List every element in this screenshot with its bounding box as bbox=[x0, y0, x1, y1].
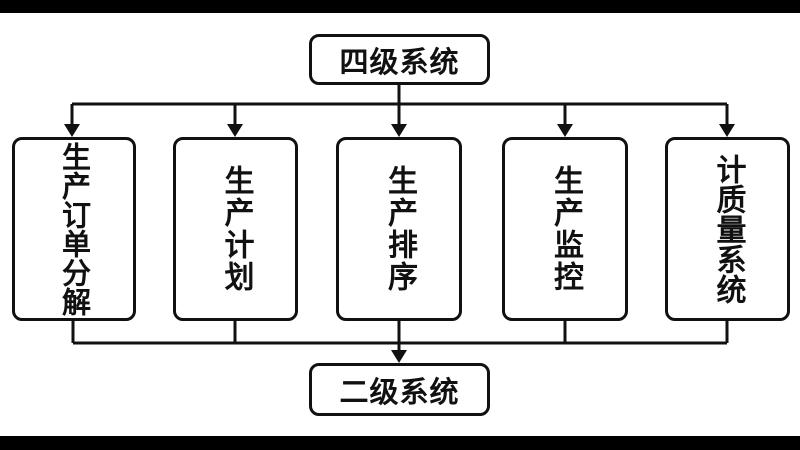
arrowhead-4 bbox=[557, 124, 573, 137]
arrowhead-2 bbox=[227, 124, 243, 137]
module-box-production-sequencing: 生产排序 bbox=[336, 137, 462, 321]
module-label: 生产排序 bbox=[382, 165, 417, 293]
module-box-production-monitoring: 生产监控 bbox=[502, 137, 628, 321]
bottom-frame-bar bbox=[0, 436, 800, 450]
top-node-label: 四级系统 bbox=[339, 44, 460, 79]
arrowhead-5 bbox=[719, 124, 735, 137]
module-label: 生产监控 bbox=[548, 165, 583, 293]
top-frame-bar bbox=[0, 0, 800, 13]
module-box-production-plan: 生产计划 bbox=[173, 137, 298, 321]
arrowhead-1 bbox=[64, 124, 80, 137]
module-box-quality-system: 计质量系统 bbox=[665, 137, 790, 321]
module-box-order-decomposition: 生产订单分解 bbox=[12, 137, 136, 321]
arrowhead-bottom bbox=[391, 350, 407, 363]
module-label: 生产计划 bbox=[218, 165, 254, 293]
top-node-box: 四级系统 bbox=[309, 34, 490, 85]
module-label: 计质量系统 bbox=[710, 154, 746, 304]
module-label: 生产订单分解 bbox=[57, 142, 92, 316]
arrowhead-3 bbox=[391, 124, 407, 137]
bottom-node-label: 二级系统 bbox=[339, 374, 460, 409]
bottom-node-box: 二级系统 bbox=[309, 363, 490, 416]
